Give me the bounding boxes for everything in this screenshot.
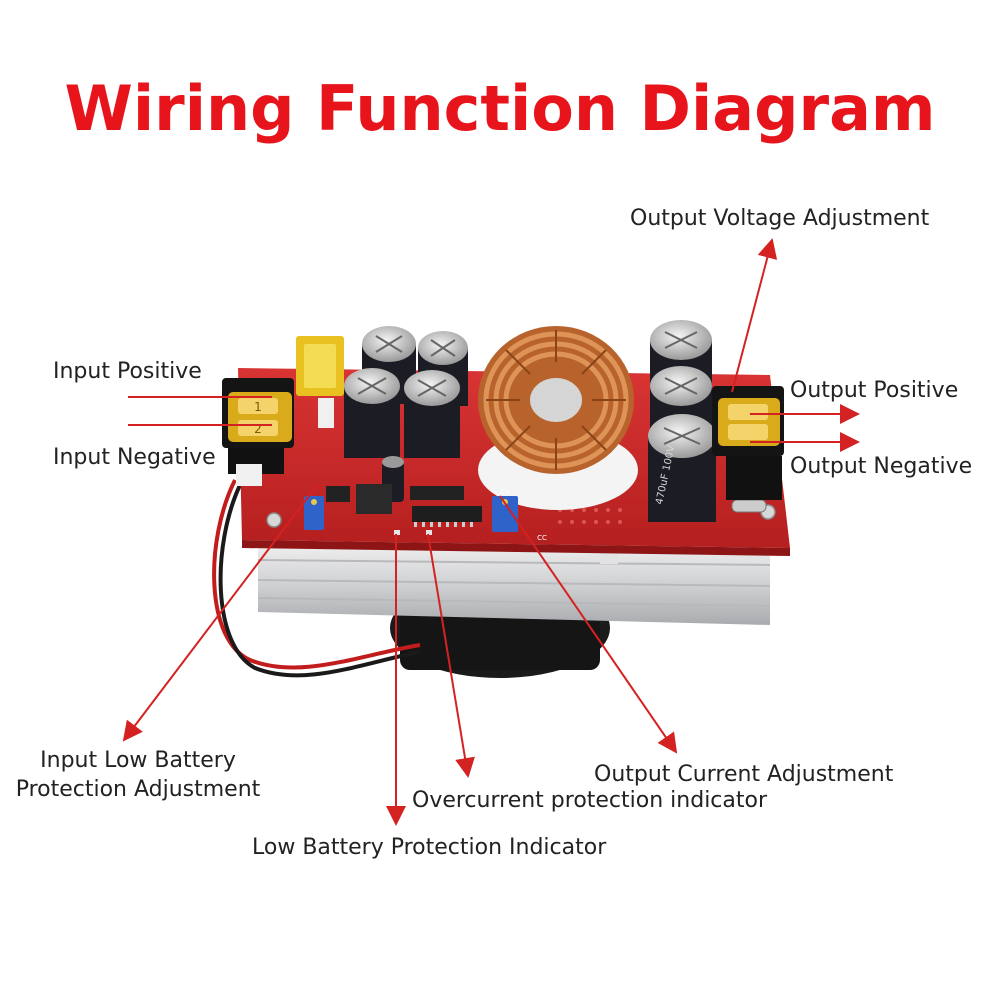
label-output-positive: Output Positive — [790, 378, 959, 403]
arrow-input-low-battery-adjustment — [122, 483, 319, 742]
label-overcurrent-protection-indicator: Overcurrent protection indicator — [412, 788, 768, 813]
label-input-positive: Input Positive — [53, 359, 202, 384]
input-terminal-block: 1 2 — [222, 378, 294, 486]
aluminum-heatsink — [257, 545, 771, 625]
control-circuitry: CV CC — [304, 484, 547, 542]
label-output-negative: Output Negative — [790, 454, 973, 479]
arrow-overcurrent-indicator — [427, 533, 475, 778]
label-low-battery-protection-indicator: Low Battery Protection Indicator — [252, 835, 607, 860]
label-input-negative: Input Negative — [53, 445, 216, 470]
pot-mark-cv: CV — [500, 488, 510, 496]
diagram-title: Wiring Function Diagram — [64, 72, 936, 145]
input-wires — [212, 479, 421, 678]
label-input-low-battery-protection-adjustment: Input Low Battery Protection Adjustment — [15, 748, 261, 802]
terminal-number-2: 2 — [254, 422, 262, 436]
leader-arrows — [122, 238, 860, 826]
arrow-output-current-adjustment — [499, 495, 678, 754]
output-capacitors: 470uF 100V — [648, 320, 716, 522]
output-terminal-block — [712, 386, 784, 500]
label-output-voltage-adjustment: Output Voltage Adjustment — [630, 206, 930, 231]
fuse — [296, 336, 344, 428]
input-capacitors — [344, 326, 468, 502]
terminal-number-1: 1 — [254, 400, 262, 414]
pot-mark-cc: CC — [537, 534, 547, 542]
arrow-output-voltage-adjustment — [731, 238, 778, 393]
toroid-inductor — [478, 326, 638, 510]
label-output-current-adjustment: Output Current Adjustment — [594, 762, 894, 787]
